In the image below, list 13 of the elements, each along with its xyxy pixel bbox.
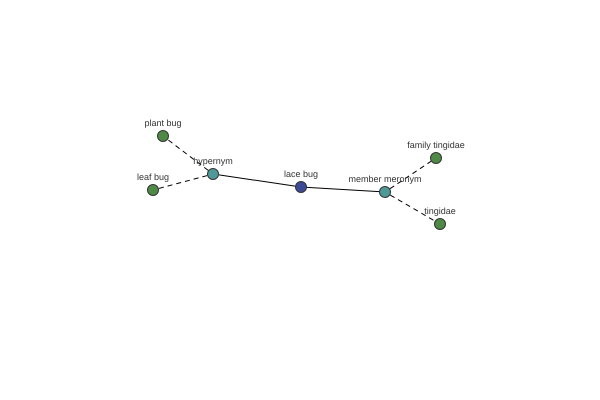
node-label: member meronym bbox=[348, 174, 422, 185]
node-label: family tingidae bbox=[407, 140, 465, 151]
connector-line bbox=[306, 186, 380, 192]
node-label: tingidae bbox=[424, 206, 456, 217]
node-label: lace bug bbox=[284, 169, 318, 180]
node-label: hypernym bbox=[193, 156, 233, 167]
node-label: leaf bug bbox=[136, 172, 170, 183]
connector-line bbox=[390, 194, 436, 222]
connector-line bbox=[167, 139, 209, 171]
node-label: plant bug bbox=[144, 118, 182, 129]
connector-line bbox=[390, 160, 432, 190]
connector-line bbox=[218, 174, 296, 187]
connector-line bbox=[158, 175, 208, 189]
